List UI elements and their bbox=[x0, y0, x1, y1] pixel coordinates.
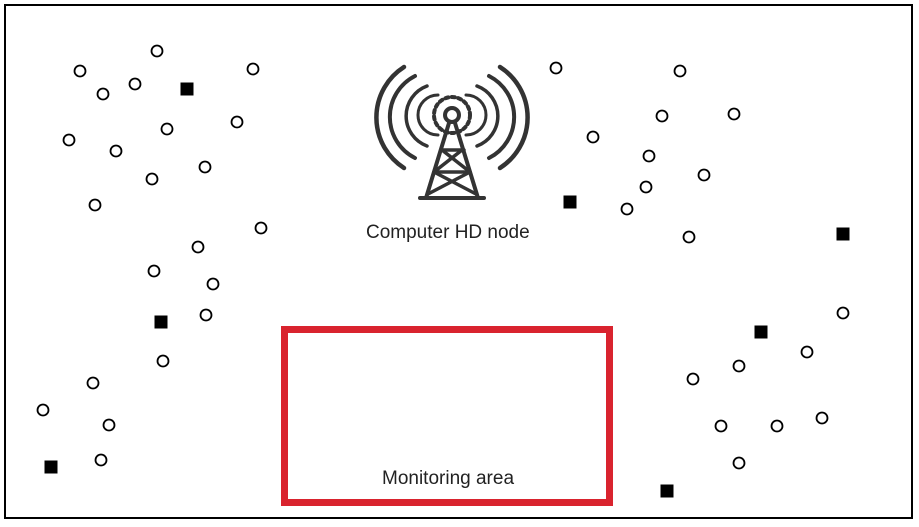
sensor-node bbox=[732, 456, 746, 470]
sensor-node bbox=[620, 202, 634, 216]
cluster-head-node bbox=[563, 195, 577, 209]
monitoring-area-label: Monitoring area bbox=[382, 468, 515, 489]
sensor-node bbox=[800, 345, 814, 359]
diagram-frame bbox=[4, 4, 913, 519]
sensor-node bbox=[686, 372, 700, 386]
sensor-node bbox=[191, 240, 205, 254]
sensor-node bbox=[94, 453, 108, 467]
sensor-node bbox=[206, 277, 220, 291]
sensor-node bbox=[655, 109, 669, 123]
sensor-node bbox=[254, 221, 268, 235]
sensor-node bbox=[62, 133, 76, 147]
sensor-node bbox=[145, 172, 159, 186]
sensor-node bbox=[246, 62, 260, 76]
sensor-node bbox=[73, 64, 87, 78]
hd-node-label: Computer HD node bbox=[366, 222, 530, 243]
cluster-head-nodes bbox=[44, 82, 850, 498]
sensor-node bbox=[109, 144, 123, 158]
sensor-node bbox=[230, 115, 244, 129]
radio-tower-icon bbox=[374, 64, 530, 200]
sensor-node bbox=[727, 107, 741, 121]
sensor-node bbox=[36, 403, 50, 417]
cluster-head-node bbox=[836, 227, 850, 241]
sensor-node bbox=[160, 122, 174, 136]
sensor-node bbox=[96, 87, 110, 101]
sensor-node bbox=[147, 264, 161, 278]
sensor-node bbox=[714, 419, 728, 433]
sensor-node bbox=[198, 160, 212, 174]
sensor-node bbox=[150, 44, 164, 58]
cluster-head-node bbox=[180, 82, 194, 96]
sensor-node bbox=[586, 130, 600, 144]
sensor-node bbox=[639, 180, 653, 194]
cluster-head-node bbox=[154, 315, 168, 329]
cluster-head-node bbox=[44, 460, 58, 474]
monitoring-area-box bbox=[281, 326, 613, 506]
sensor-node bbox=[102, 418, 116, 432]
sensor-node bbox=[682, 230, 696, 244]
sensor-node bbox=[732, 359, 746, 373]
sensor-node bbox=[836, 306, 850, 320]
sensor-node bbox=[156, 354, 170, 368]
sensor-node bbox=[815, 411, 829, 425]
sensor-node bbox=[697, 168, 711, 182]
sensor-node bbox=[199, 308, 213, 322]
sensor-node bbox=[128, 77, 142, 91]
sensor-node bbox=[642, 149, 656, 163]
cluster-head-node bbox=[754, 325, 768, 339]
cluster-head-node bbox=[660, 484, 674, 498]
sensor-node bbox=[549, 61, 563, 75]
sensor-node bbox=[770, 419, 784, 433]
sensor-node bbox=[88, 198, 102, 212]
sensor-nodes bbox=[36, 44, 850, 470]
sensor-node bbox=[86, 376, 100, 390]
sensor-node bbox=[673, 64, 687, 78]
